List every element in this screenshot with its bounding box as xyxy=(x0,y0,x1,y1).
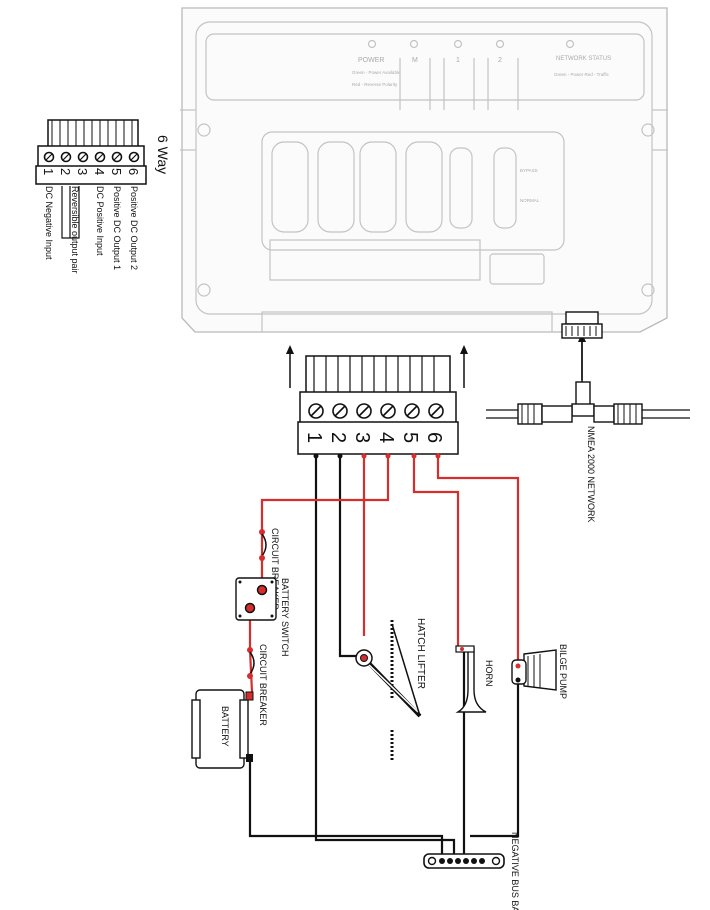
small-pin-5: 5 xyxy=(109,168,124,175)
small-label-output-1: Positive DC Output 1 xyxy=(112,186,122,270)
nmea-tee: NMEA 2000 NETWORK xyxy=(486,338,690,523)
breaker-bottom-label: CIRCUIT BREAKER xyxy=(258,644,268,726)
led-network-label: NETWORK STATUS xyxy=(556,56,611,62)
wiring xyxy=(248,453,520,862)
main-pin-4: 4 xyxy=(375,432,397,443)
hatch-lifter: HATCH LIFTER xyxy=(355,618,426,760)
network-legend: Green - Power Red - Traffic xyxy=(554,72,610,77)
power-legend-green: Green - Power Available xyxy=(352,70,401,75)
led-2-label: 2 xyxy=(498,57,502,64)
main-pin-1: 1 xyxy=(303,432,325,443)
small-pin-2: 2 xyxy=(58,168,73,175)
small-pin-1: 1 xyxy=(41,168,56,175)
device-housing: POWER M 1 2 NETWORK STATUS Green - Power… xyxy=(180,7,668,333)
horn-label: HORN xyxy=(484,660,494,687)
small-pin-4: 4 xyxy=(92,168,107,175)
horn: HORN xyxy=(455,645,494,713)
main-pin-2: 2 xyxy=(327,432,349,443)
nmea-port xyxy=(561,311,603,339)
circuit-breaker-bottom: CIRCUIT BREAKER xyxy=(247,644,268,726)
battery-switch-label: BATTERY SWITCH xyxy=(280,578,290,657)
battery-switch: BATTERY SWITCH xyxy=(235,577,290,657)
main-pin-5: 5 xyxy=(399,432,421,443)
battery-label: BATTERY xyxy=(220,706,230,747)
small-connector: 6 Way 1 2 3 4 5 6 DC Negative Input Reve… xyxy=(35,119,171,274)
switch-normal-label: NORMAL xyxy=(520,198,540,203)
small-label-output-2: Positive DC Output 2 xyxy=(129,186,139,270)
bilge-pump-label: BILGE PUMP xyxy=(558,644,568,699)
hatch-lifter-label: HATCH LIFTER xyxy=(415,618,426,689)
main-pin-6: 6 xyxy=(423,432,445,443)
breaker-top-label: CIRCUIT BREAKER xyxy=(270,528,280,610)
small-label-dc-negative: DC Negative Input xyxy=(44,186,54,260)
nmea-label: NMEA 2000 NETWORK xyxy=(586,426,596,523)
bus-bar-label: NEGATIVE BUS BAR xyxy=(510,832,520,910)
power-legend-red: Red - Reverse Polarity xyxy=(352,82,398,87)
led-power-label: POWER xyxy=(358,57,384,64)
six-way-title: 6 Way xyxy=(155,135,171,174)
small-pin-6: 6 xyxy=(126,168,141,175)
led-1-label: 1 xyxy=(456,57,460,64)
negative-bus-bar: NEGATIVE BUS BAR xyxy=(423,832,520,910)
led-panel: POWER M 1 2 NETWORK STATUS Green - Power… xyxy=(352,39,611,110)
led-m-label: M xyxy=(412,57,418,64)
small-label-reversible: Reversible output pair xyxy=(70,186,80,274)
main-pin-3: 3 xyxy=(351,432,373,443)
small-label-dc-positive: DC Positive Input xyxy=(95,186,105,256)
small-pin-3: 3 xyxy=(75,168,90,175)
main-connector: 1 2 3 4 5 6 xyxy=(297,355,459,455)
switch-bypass-label: BYPASS xyxy=(520,168,538,173)
circuit-breaker-top: CIRCUIT BREAKER xyxy=(259,528,280,610)
battery: BATTERY xyxy=(191,689,254,769)
bilge-pump: BILGE PUMP xyxy=(511,644,568,699)
